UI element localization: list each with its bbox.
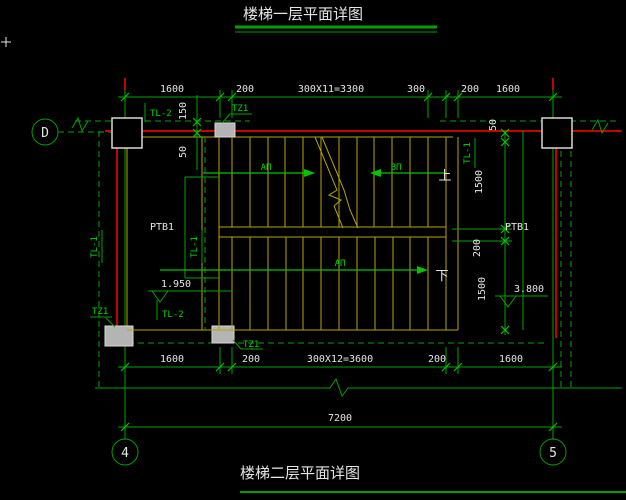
- break-symbol-icon: [591, 118, 609, 135]
- dim-label: 50: [488, 119, 499, 131]
- dim-label: 200: [472, 239, 483, 257]
- titles: 楼梯一层平面详图 楼梯二层平面详图: [235, 5, 626, 493]
- beam-tag-tl1-right: TL-1: [463, 142, 473, 164]
- staircase: [127, 136, 459, 331]
- dim-label: 200: [428, 354, 446, 365]
- dim-label: 1500: [474, 170, 485, 194]
- dim-label: 1500: [477, 277, 488, 301]
- level-value: 1.950: [161, 279, 191, 290]
- dim-label: 300X11=3300: [298, 84, 364, 95]
- dim-label: 200: [242, 354, 260, 365]
- slab-tag-ptb1-left: PTB1: [150, 222, 174, 233]
- landing-beam: [218, 226, 447, 238]
- grid-bubble-d-label: D: [41, 126, 49, 141]
- dim-label: 1600: [160, 84, 184, 95]
- flight-label-upper-right: BΠ: [391, 163, 402, 173]
- column-tag-tz1-bottom-left: TZ1: [92, 307, 108, 317]
- grid-bubble-d: [31, 118, 59, 146]
- up-arrow: [203, 169, 446, 177]
- column-d4: [111, 117, 143, 149]
- dim-label: 1600: [496, 84, 520, 95]
- columns: [104, 117, 573, 347]
- grid-bubble-5: [539, 438, 567, 466]
- grid-bubble-4: [111, 438, 139, 466]
- walls: [71, 116, 622, 398]
- grid-bubble-4-label: 4: [121, 446, 129, 461]
- level-marker-right: 3.800: [495, 284, 548, 308]
- annotations: 1.950 3.800 TL-2 TL-2 TZ1 TZ1 TZ1 TL-1 T…: [90, 103, 548, 350]
- column-tz1-bottom-mid: [211, 325, 235, 344]
- landing-outline: [184, 137, 219, 330]
- break-symbol-icon: [329, 377, 349, 398]
- corner-mark-icon: [1, 37, 11, 47]
- drawing-title-top: 楼梯一层平面详图: [243, 5, 363, 23]
- beam-tag-tl2-top: TL-2: [150, 109, 172, 119]
- dim-label: 200: [461, 84, 479, 95]
- column-tz1-bottom-left: [104, 325, 134, 347]
- beam-tag-tl2-bottom: TL-2: [162, 310, 184, 320]
- upper-flight-treads: [231, 137, 429, 227]
- drawing-title-bottom: 楼梯二层平面详图: [240, 464, 360, 482]
- level-value: 3.800: [514, 284, 544, 295]
- dim-label: 200: [236, 84, 254, 95]
- flight-label-upper-left: AΠ: [261, 163, 272, 173]
- dim-label: 50: [178, 146, 189, 158]
- dim-label: 150: [178, 102, 189, 120]
- column-d5: [541, 117, 573, 149]
- break-symbol-icon: [71, 116, 89, 133]
- dim-label: 1600: [160, 354, 184, 365]
- lower-flight-treads: [231, 237, 447, 330]
- beam-tag-tl1-mid: TL-1: [190, 236, 200, 258]
- grid-bubble-5-label: 5: [549, 446, 557, 461]
- column-tag-tz1-top: TZ1: [232, 104, 248, 114]
- dim-label: 1600: [499, 354, 523, 365]
- column-tz1-top: [214, 122, 236, 138]
- direction-down-label: 下: [435, 269, 448, 284]
- direction-up-label: 上: [438, 169, 451, 184]
- dim-label: 300X12=3600: [307, 354, 373, 365]
- dim-label-overall: 7200: [328, 413, 352, 424]
- stair-break-line: [314, 136, 359, 229]
- down-arrow: [160, 266, 428, 274]
- flight-label-lower: AΠ: [335, 259, 346, 269]
- slab-tag-ptb1-right: PTB1: [505, 222, 529, 233]
- dim-label: 300: [407, 84, 425, 95]
- level-marker-left: 1.950: [148, 279, 232, 303]
- column-tag-tz1-bottom-mid: TZ1: [243, 340, 259, 350]
- dimensions: 1600 200 300X11=3300 300 200 1600 1600 2…: [118, 84, 562, 432]
- beam-tag-tl1-left: TL-1: [90, 236, 100, 258]
